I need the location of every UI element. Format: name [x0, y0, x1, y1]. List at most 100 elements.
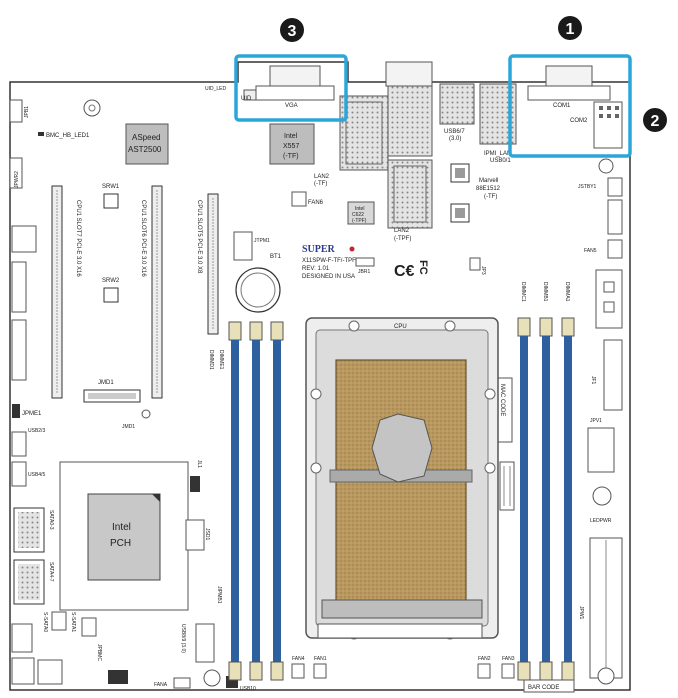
svg-text:X557: X557	[283, 143, 299, 150]
svg-text:X11SPW-F-TF/-TPF: X11SPW-F-TF/-TPF	[302, 258, 356, 264]
lan-stack-2	[385, 61, 433, 229]
dimm-slot-c1	[517, 317, 531, 681]
svg-text:DIMME1: DIMME1	[218, 350, 224, 370]
mount-hole	[598, 158, 614, 174]
svg-text:2: 2	[651, 113, 660, 130]
svg-text:USB8/9 (3.0): USB8/9 (3.0)	[180, 624, 186, 653]
dimm-slot-d1	[228, 321, 242, 681]
svg-text:SRW2: SRW2	[102, 278, 120, 284]
pcie-slot-7: CPU1 SLOT7 PCI-E 3.0 X16	[51, 185, 81, 399]
svg-text:Intel: Intel	[284, 133, 298, 140]
svg-text:AST2500: AST2500	[128, 145, 162, 154]
svg-text:(-TPF): (-TPF)	[394, 236, 411, 242]
intel-c622-chip: Intel C622 (-TPF)	[347, 201, 375, 225]
mount-hole	[592, 486, 612, 506]
svg-text:SUPER: SUPER	[302, 244, 336, 255]
jipmb1-header: JIPMB1	[216, 586, 222, 604]
svg-text:FAN3: FAN3	[502, 656, 515, 662]
com1-connector: COM1	[527, 65, 611, 109]
jpv1-header: JPV1	[587, 418, 615, 473]
fan6-header: FAN6	[291, 191, 324, 207]
svg-text:USB0/1: USB0/1	[490, 158, 511, 164]
svg-text:COM2: COM2	[570, 118, 588, 124]
svg-text:(-TPF): (-TPF)	[352, 218, 367, 224]
svg-text:CPU1 SLOT5 PCI-E 3.0 X8: CPU1 SLOT5 PCI-E 3.0 X8	[196, 200, 202, 274]
pcie-slot-5: CPU1 SLOT5 PCI-E 3.0 X8	[196, 193, 219, 335]
svg-text:JPB1: JPB1	[24, 106, 30, 118]
svg-text:BAR CODE: BAR CODE	[528, 685, 559, 691]
jsd-header	[607, 199, 623, 235]
callout-2: 2	[643, 108, 667, 132]
jl1-header: JL1	[190, 460, 202, 492]
svg-text:COM1: COM1	[553, 103, 571, 109]
aspeed-chip: ASpeed AST2500	[125, 123, 169, 165]
fan5-header: FAN5	[584, 239, 623, 259]
jsd1-header: JSD1	[185, 519, 210, 551]
svg-text:JSTBY1: JSTBY1	[578, 184, 597, 190]
svg-text:DIMMC1: DIMMC1	[520, 282, 526, 302]
jpme1-jumper: JPME1	[12, 404, 42, 418]
dimm-slot-a1	[561, 317, 575, 681]
svg-text:FANA: FANA	[154, 682, 168, 688]
supermicro-branding: SUPER X11SPW-F-TF/-TPF REV: 1.01 DESIGNE…	[302, 244, 356, 280]
svg-text:ASpeed: ASpeed	[132, 133, 160, 142]
svg-text:FAN4: FAN4	[292, 656, 305, 662]
svg-text:UID_LED: UID_LED	[205, 86, 227, 92]
svg-text:VGA: VGA	[285, 103, 298, 109]
svg-text:Marvell: Marvell	[479, 178, 498, 184]
bmc-hb-led: BMC_HB_LED1	[38, 132, 90, 139]
jf1-panel-header: JF1	[590, 339, 623, 411]
svg-text:UID: UID	[241, 96, 252, 102]
highlight-box-1-2	[508, 54, 632, 158]
svg-text:JPBMC: JPBMC	[96, 644, 102, 661]
callout-1: 1	[558, 16, 582, 40]
intel-x557-chip: Intel X557 (-TF)	[269, 123, 315, 165]
svg-text:FC: FC	[417, 260, 429, 275]
jmd1-m2-slot: JMD1 JMD1	[83, 380, 151, 430]
svg-text:Intel: Intel	[112, 522, 131, 533]
usb67-port: USB6/7 (3.0)	[439, 83, 475, 142]
dimm-bank-right: DIMMC1 DIMMB1 DIMMA1	[517, 282, 575, 681]
usb89-header: USB8/9 (3.0)	[180, 623, 215, 663]
svg-text:JIPMB1: JIPMB1	[216, 586, 222, 604]
com2-header: COM2	[570, 101, 623, 149]
jstby1-header: JSTBY1	[578, 177, 623, 197]
svg-text:(-TF): (-TF)	[283, 153, 299, 160]
svg-text:JBR1: JBR1	[358, 269, 370, 275]
uid-button: UID UID_LED	[205, 86, 257, 102]
svg-text:(-TF): (-TF)	[484, 194, 497, 200]
left-headers	[11, 225, 37, 381]
jpb1-header: JPB1	[9, 99, 30, 123]
svg-text:JMD1: JMD1	[122, 424, 135, 430]
svg-text:JSD1: JSD1	[204, 528, 210, 540]
ce-fcc-marks: C€ FC	[394, 260, 429, 280]
svg-text:CPU1 SLOT7 PCI-E 3.0 X16: CPU1 SLOT7 PCI-E 3.0 X16	[75, 200, 81, 277]
vrm-inductors	[499, 461, 515, 511]
dimm-slot-b1	[539, 317, 553, 681]
svg-text:C€: C€	[394, 263, 415, 280]
highlight-box-3	[234, 54, 348, 122]
svg-text:(3.0): (3.0)	[449, 136, 461, 142]
mount-hole	[203, 669, 221, 687]
svg-text:USB4/5: USB4/5	[28, 472, 45, 478]
svg-text:PCH: PCH	[110, 538, 131, 549]
marvell-chip: Marvell 88E1512 (-TF)	[450, 163, 501, 223]
svg-text:JPWR2: JPWR2	[14, 171, 20, 188]
svg-text:DIMMA1: DIMMA1	[564, 282, 570, 302]
bottom-left-headers: S-SATA0 S-SATA1 JPBMC	[11, 611, 128, 685]
jp3-jumper: JP3	[469, 257, 486, 275]
svg-text:Intel: Intel	[355, 206, 364, 212]
svg-text:JF1: JF1	[590, 376, 596, 385]
svg-text:DIMMB1: DIMMB1	[542, 282, 548, 302]
svg-text:(-TF): (-TF)	[314, 181, 327, 187]
svg-text:JP3: JP3	[480, 266, 486, 275]
svg-text:LAN2: LAN2	[314, 174, 330, 180]
svg-text:MAC CODE: MAC CODE	[499, 384, 505, 416]
svg-text:FAN5: FAN5	[584, 248, 597, 254]
bar-code-label: BAR CODE	[523, 679, 575, 693]
svg-text:FAN6: FAN6	[308, 200, 324, 206]
svg-text:JL1: JL1	[196, 460, 202, 468]
svg-text:BT1: BT1	[270, 254, 282, 260]
pch-heatsink: Intel PCH	[59, 461, 189, 611]
tpm-header: JTPM1	[233, 231, 270, 261]
